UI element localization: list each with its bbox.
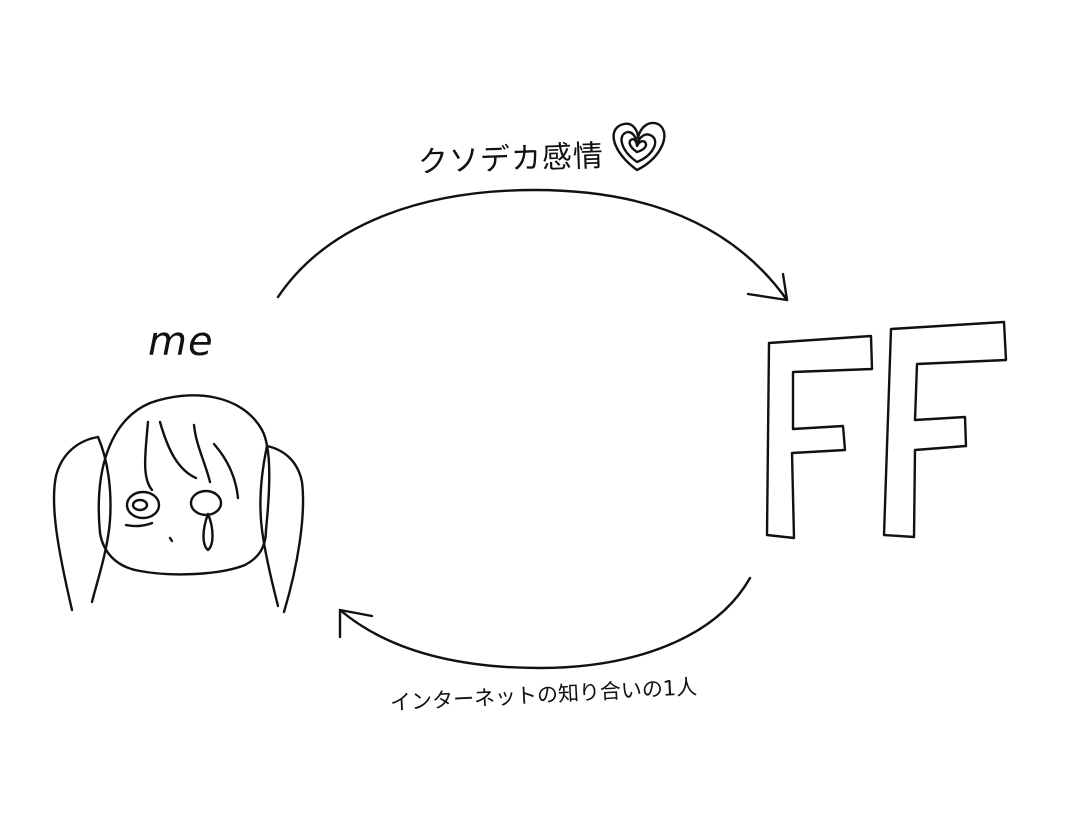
crying-girl-avatar: [52, 394, 305, 614]
bottom-arrow-head: [338, 608, 374, 639]
scribbled-heart-icon: [612, 121, 666, 172]
me-label: me: [148, 319, 214, 365]
top-arrow-curve: [276, 188, 789, 302]
ff-outline-letters: [765, 320, 1008, 540]
top-arrow-head: [746, 272, 789, 302]
bottom-arrow-curve: [338, 576, 752, 670]
ff-letter-2: [882, 320, 1008, 539]
ff-letter-1: [765, 334, 874, 540]
top-arrow-label: クソデカ感情: [417, 138, 605, 181]
